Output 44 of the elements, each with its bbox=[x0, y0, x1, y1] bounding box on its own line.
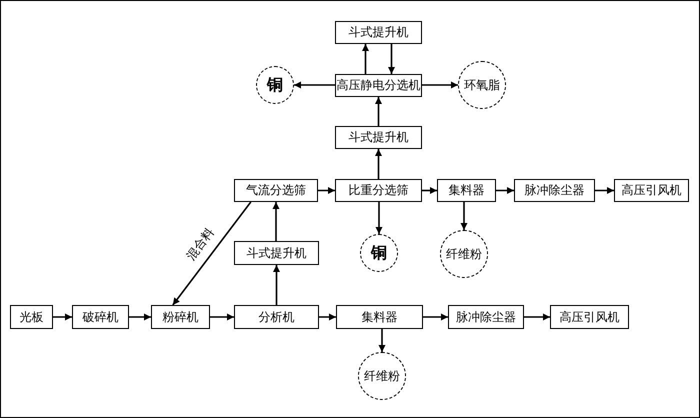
process-box: 斗式提升机 bbox=[335, 21, 422, 44]
arrow bbox=[53, 314, 72, 320]
arrow bbox=[294, 82, 335, 88]
process-box: 破碎机 bbox=[72, 305, 129, 329]
arrow bbox=[422, 187, 437, 194]
arrow bbox=[318, 187, 335, 194]
process-box: 高压引风机 bbox=[614, 179, 689, 202]
process-box: 斗式提升机 bbox=[234, 241, 319, 265]
process-box: 比重分选筛 bbox=[335, 179, 422, 202]
process-box: 集料器 bbox=[336, 305, 423, 329]
arrow bbox=[375, 97, 382, 126]
process-box: 气流分选筛 bbox=[234, 179, 318, 202]
arrow bbox=[595, 187, 614, 194]
arrow bbox=[423, 314, 448, 320]
process-box: 脉冲除尘器 bbox=[514, 179, 595, 202]
arrow bbox=[319, 314, 336, 320]
arrow bbox=[378, 329, 386, 352]
arrow bbox=[524, 314, 550, 320]
arrow bbox=[496, 187, 514, 194]
process-box: 高压静电分选机 bbox=[335, 74, 422, 97]
output-circle: 纤维粉 bbox=[358, 352, 406, 400]
process-box: 分析机 bbox=[234, 305, 319, 329]
output-circle: 纤维粉 bbox=[440, 230, 488, 278]
output-circle: 铜 bbox=[360, 234, 398, 272]
process-box: 集料器 bbox=[437, 179, 496, 202]
process-box: 光板 bbox=[10, 305, 53, 329]
arrow bbox=[460, 202, 468, 230]
arrow bbox=[376, 202, 382, 234]
arrow bbox=[272, 202, 280, 241]
process-box: 粉碎机 bbox=[151, 305, 210, 329]
arrow bbox=[172, 202, 252, 306]
arrow bbox=[273, 265, 280, 305]
process-box: 脉冲除尘器 bbox=[448, 305, 524, 329]
arrow bbox=[210, 314, 234, 320]
arrow bbox=[388, 44, 395, 74]
process-box: 斗式提升机 bbox=[335, 126, 422, 149]
arrow bbox=[422, 82, 458, 88]
arrow bbox=[129, 314, 151, 320]
process-box: 高压引风机 bbox=[550, 305, 629, 329]
arrow bbox=[362, 44, 369, 74]
arrow bbox=[375, 149, 382, 179]
output-circle: 环氧脂 bbox=[458, 61, 506, 109]
output-circle: 铜 bbox=[256, 66, 294, 104]
edge-label: 混合料 bbox=[184, 226, 216, 262]
